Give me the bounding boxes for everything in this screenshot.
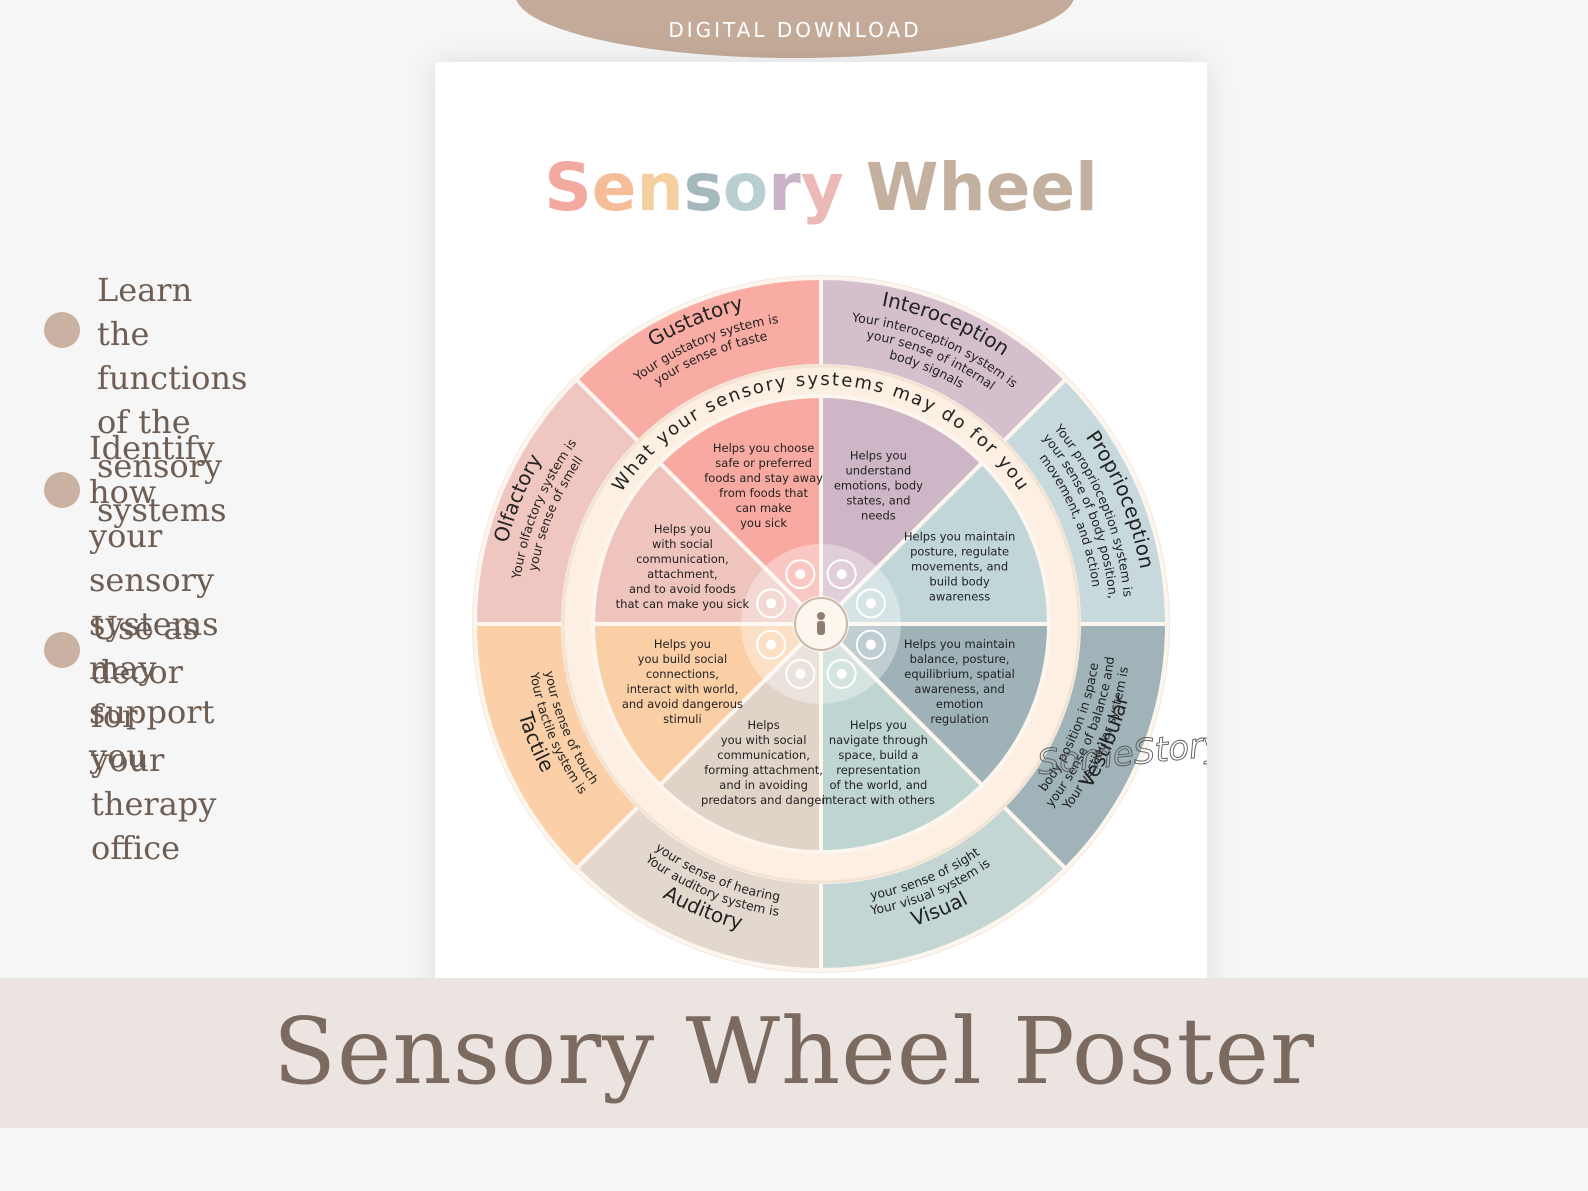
eye-icon <box>826 658 857 689</box>
nose-icon <box>756 588 787 619</box>
function-line: connections, <box>646 667 719 681</box>
function-line: awareness, and <box>914 682 1004 696</box>
function-line: awareness <box>929 590 990 604</box>
function-line: communication, <box>717 748 810 762</box>
function-line: can make <box>736 501 792 515</box>
function-line: needs <box>861 508 896 522</box>
function-line: Helps you <box>850 448 907 462</box>
function-line: you build social <box>638 652 728 666</box>
function-line: and in avoiding <box>719 778 808 792</box>
function-line: Helps you maintain <box>904 530 1015 544</box>
function-line: you sick <box>740 516 787 530</box>
bullet-dot <box>44 312 80 348</box>
function-line: space, build a <box>838 748 918 762</box>
function-line: of the world, and <box>829 778 927 792</box>
function-line: predators and danger <box>701 793 826 807</box>
function-line: attachment, <box>647 567 717 581</box>
function-line: safe or preferred <box>715 456 812 470</box>
bottom-title-band: Sensory Wheel Poster <box>0 978 1588 1128</box>
bullet-dot <box>44 632 80 668</box>
function-line: Helps <box>747 718 779 732</box>
tongue-icon <box>785 559 816 590</box>
function-line: you with social <box>721 733 807 747</box>
function-line: with social <box>652 537 713 551</box>
function-line: interact with others <box>822 793 935 807</box>
function-line: equilibrium, spatial <box>904 667 1015 681</box>
function-line: foods and stay away <box>704 471 823 485</box>
hand-icon <box>756 629 787 660</box>
inner-ear-icon <box>855 629 886 660</box>
function-line: Helps you <box>850 718 907 732</box>
function-line: Helps you <box>654 637 711 651</box>
digital-download-label: DIGITAL DOWNLOAD <box>668 18 922 42</box>
function-line: movements, and <box>911 560 1008 574</box>
function-line: and avoid dangerous <box>622 697 743 711</box>
function-line: communication, <box>636 552 729 566</box>
function-line: balance, posture, <box>910 652 1010 666</box>
function-line: Helps you <box>654 522 711 536</box>
product-title: Sensory Wheel Poster <box>272 998 1316 1105</box>
function-line: that can make you sick <box>616 597 750 611</box>
stomach-icon <box>826 559 857 590</box>
function-line: Helps you maintain <box>904 637 1015 651</box>
function-line: interact with world, <box>627 682 739 696</box>
function-line: forming attachment, <box>704 763 823 777</box>
function-line: Helps you choose <box>713 441 814 455</box>
function-line: regulation <box>930 712 988 726</box>
joint-icon <box>855 588 886 619</box>
digital-download-badge: DIGITAL DOWNLOAD <box>515 0 1075 58</box>
function-line: posture, regulate <box>910 545 1009 559</box>
function-line: representation <box>836 763 920 777</box>
function-line: understand <box>845 463 911 477</box>
function-line: states, and <box>846 493 910 507</box>
function-line: emotion <box>936 697 983 711</box>
ear-icon <box>785 658 816 689</box>
function-line: stimuli <box>663 712 702 726</box>
function-line: navigate through <box>829 733 928 747</box>
function-line: and to avoid foods <box>629 582 736 596</box>
bullet-dot <box>44 472 80 508</box>
function-line: build body <box>929 575 990 589</box>
function-line: from foods that <box>719 486 808 500</box>
function-line: emotions, body <box>834 478 923 492</box>
